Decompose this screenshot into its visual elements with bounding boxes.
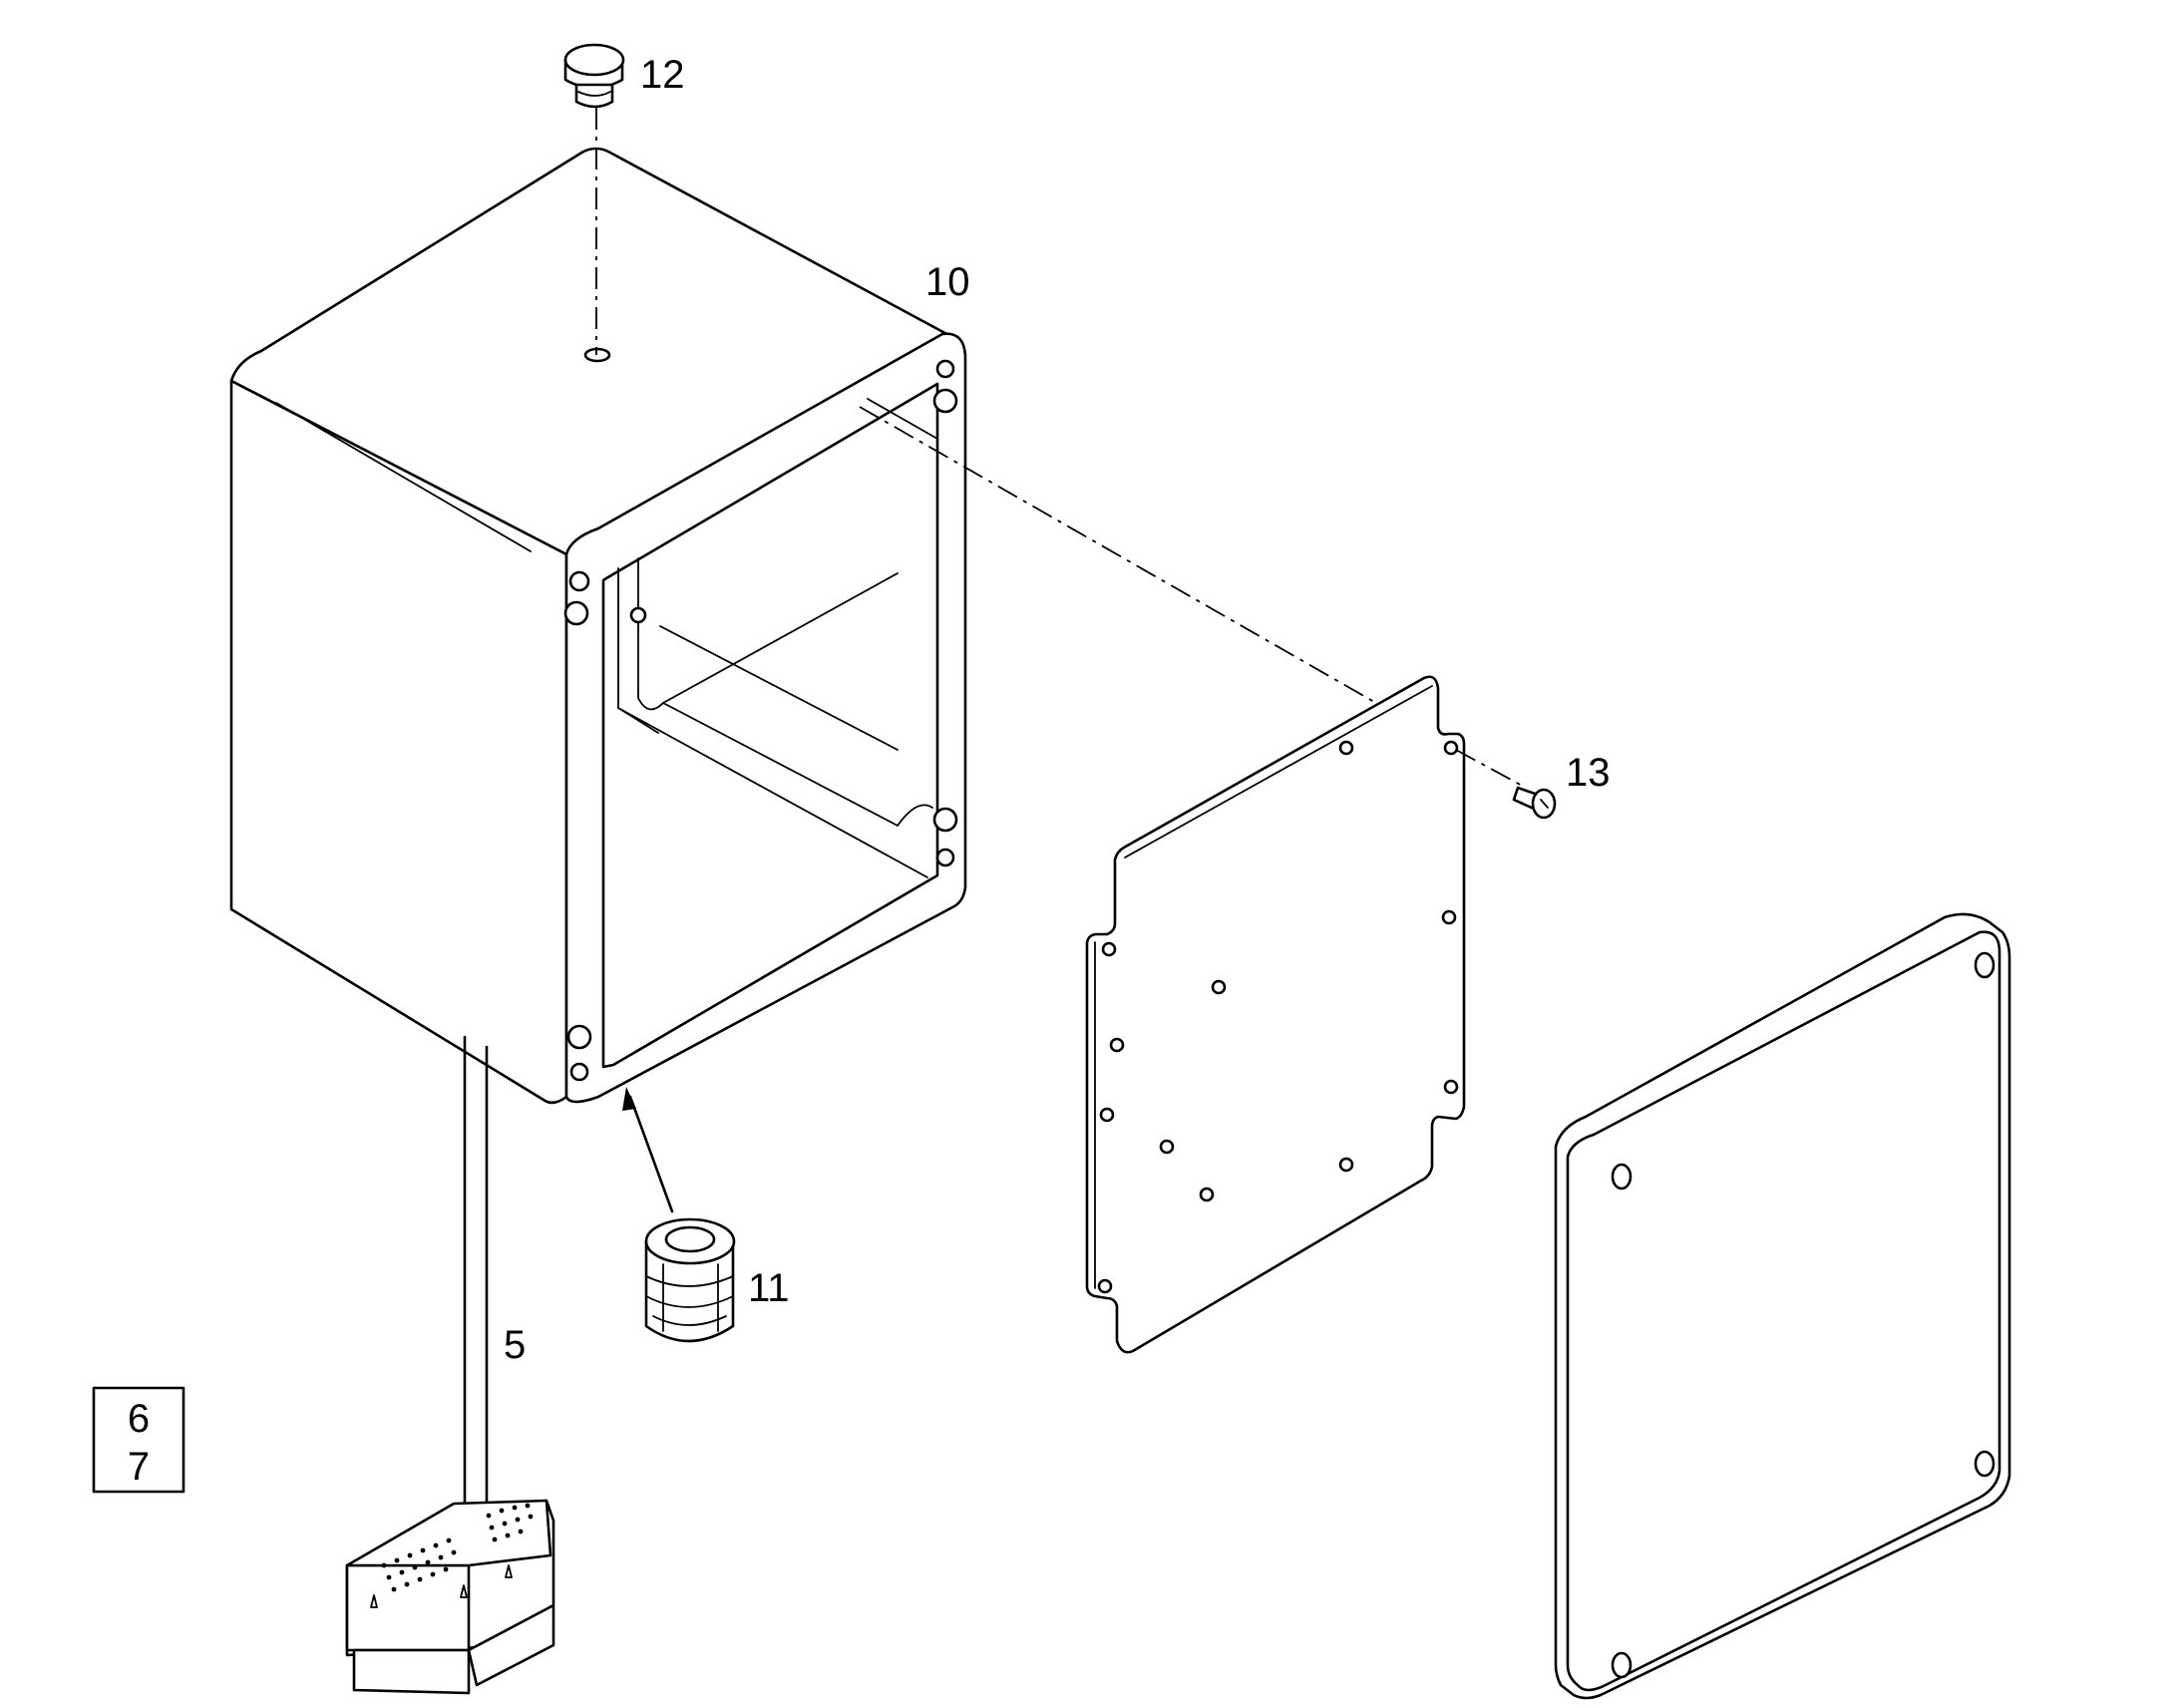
reference-box-line-2: 7 (128, 1445, 150, 1489)
cable-gland (644, 1217, 736, 1343)
gland-arrow (628, 1095, 674, 1213)
enclosure-box (229, 147, 967, 1105)
callout-10: 10 (925, 260, 970, 304)
arrow-head (622, 1087, 636, 1111)
callout-11: 11 (748, 1266, 790, 1310)
cable-assembly (345, 1035, 555, 1695)
callout-12: 12 (640, 53, 685, 97)
mounting-plate (1085, 675, 1466, 1354)
callout-5: 5 (504, 1323, 526, 1367)
callout-13: 13 (1566, 751, 1611, 795)
connector-pins (381, 1503, 534, 1592)
plate-centerline (859, 406, 1382, 707)
enclosure-lid (1554, 912, 2011, 1700)
mounting-screw (1512, 786, 1557, 820)
breather-plug (563, 43, 625, 109)
screw-centerline (1455, 749, 1527, 789)
reference-box-line-1: 6 (128, 1397, 150, 1441)
reference-box (92, 1386, 185, 1494)
